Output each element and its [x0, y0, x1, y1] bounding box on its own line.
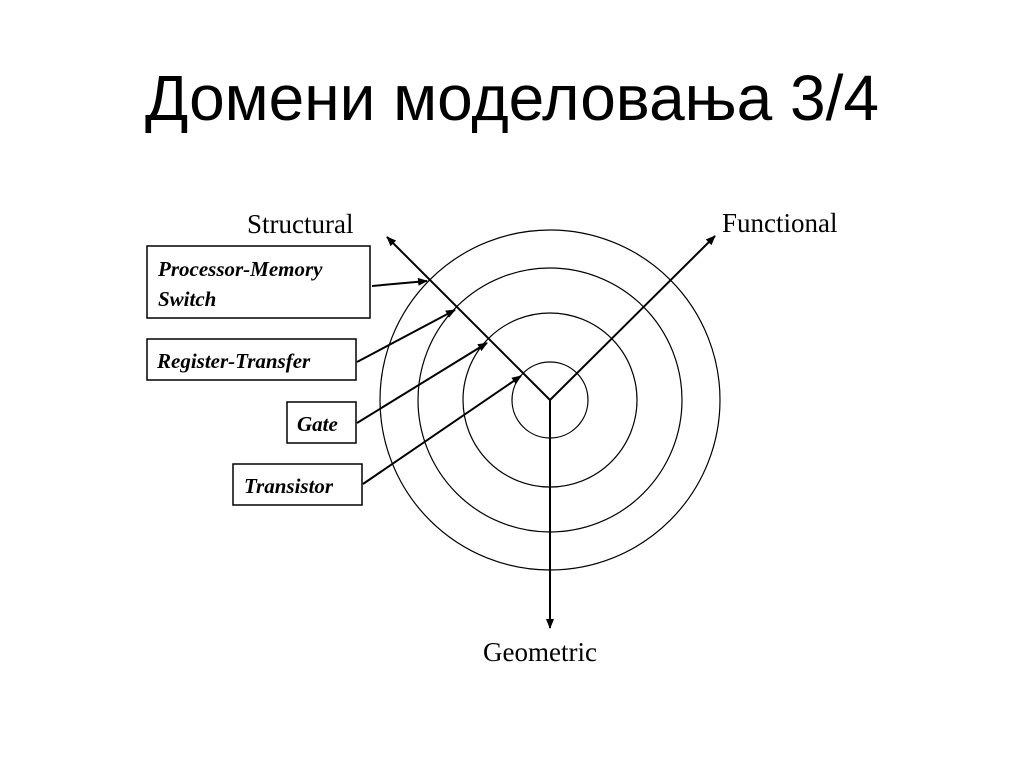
level-label: Transistor — [244, 474, 334, 498]
level-label: Processor-Memory — [157, 257, 323, 281]
pointer-register-transfer — [356, 309, 456, 363]
level-label: Register-Transfer — [156, 349, 311, 373]
slide-title: Домени моделовања 3/4 — [145, 62, 879, 134]
geometric-axis-label: Geometric — [483, 637, 597, 667]
functional-axis-label: Functional — [722, 208, 838, 238]
functional-axis — [549, 235, 716, 401]
pointer-gate — [356, 342, 488, 424]
level-box-processor-memory: Processor-Memory Switch — [146, 245, 371, 319]
pointer-transistor — [362, 375, 522, 485]
pointer-processor-memory — [371, 277, 428, 287]
level-label-line2: Switch — [158, 287, 216, 311]
level-box-transistor: Transistor — [232, 463, 363, 506]
structural-axis — [386, 236, 551, 401]
structural-axis-label: Structural — [247, 209, 353, 239]
level-label: Gate — [297, 412, 338, 436]
level-box-gate: Gate — [286, 401, 357, 444]
level-box-register-transfer: Register-Transfer — [146, 338, 357, 381]
